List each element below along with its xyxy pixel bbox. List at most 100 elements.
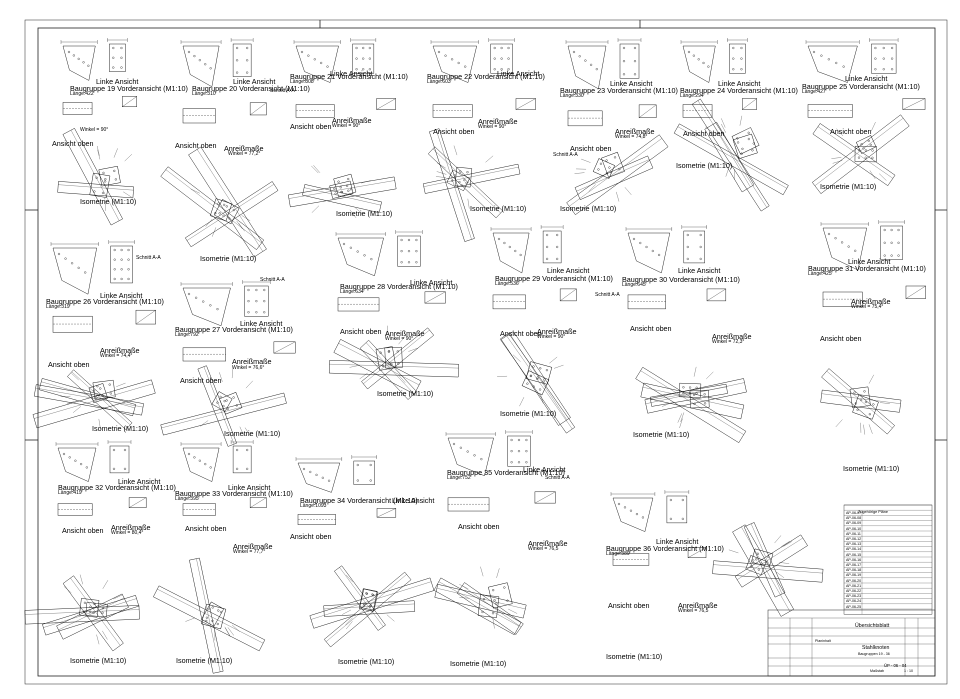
angle-label: Winkel = 80,4°	[111, 530, 143, 536]
length-label: Länge:792	[175, 332, 199, 338]
dimension-line	[626, 227, 672, 231]
leader-line	[102, 631, 107, 640]
node-plate	[526, 362, 552, 385]
isometry-title: Isometrie (M1:10)	[176, 657, 232, 665]
isometry-title: Isometrie (M1:10)	[606, 653, 662, 661]
leader-line	[694, 367, 696, 377]
timber-beam	[650, 384, 728, 406]
timber-beam	[63, 576, 123, 651]
side-view-title: Linke Ansicht	[547, 267, 589, 275]
dimension-line	[109, 240, 135, 244]
leader-line	[863, 425, 864, 435]
length-label: Länge:1093	[300, 503, 326, 509]
dimension-line	[396, 230, 423, 234]
leader-line	[436, 176, 446, 177]
dimension-line	[821, 222, 869, 226]
length-label: Länge:419	[58, 490, 82, 496]
angle-label: Winkel = 90°	[385, 336, 413, 342]
leader-line	[729, 550, 739, 553]
scale-label: Maßstab	[870, 669, 884, 673]
angle-label: Winkel = 76,5	[678, 608, 708, 614]
leader-line	[116, 383, 125, 387]
isometric-node	[161, 147, 278, 257]
isometric-node	[310, 566, 434, 647]
dimension-line	[231, 38, 253, 42]
leader-line	[437, 163, 446, 168]
leader-line	[185, 618, 194, 622]
side-plate	[881, 226, 903, 260]
leader-line	[212, 227, 216, 236]
angle-label: Winkel = 90°	[478, 124, 506, 130]
top-view-plate	[568, 111, 602, 126]
dimension-line	[296, 457, 342, 461]
leader-line	[775, 535, 782, 543]
side-view-title: Linke Ansicht	[523, 466, 565, 474]
isometric-node	[423, 129, 520, 242]
leader-line	[869, 375, 874, 384]
dimension-line	[294, 40, 341, 44]
leader-line	[549, 357, 557, 363]
leader-line	[508, 609, 517, 613]
leader-line	[681, 412, 684, 421]
leader-line	[554, 365, 563, 368]
length-label: Länge:389	[606, 551, 630, 557]
front-plate	[568, 46, 606, 89]
leader-line	[361, 181, 371, 184]
top-view-plate	[63, 102, 92, 114]
section-label: Schnitt A-A	[545, 475, 570, 481]
side-plate	[233, 44, 251, 77]
leader-line	[73, 406, 81, 412]
leader-line	[64, 586, 71, 593]
leader-line	[879, 174, 886, 181]
top-view-plate	[683, 105, 712, 118]
leader-line	[312, 206, 319, 213]
top-view-title: Ansicht oben	[52, 140, 94, 148]
isometry-title: Isometrie (M1:10)	[676, 162, 732, 170]
top-view-plate	[183, 504, 215, 516]
leader-line	[880, 403, 890, 404]
front-plate	[628, 233, 670, 273]
dimension-line	[665, 490, 689, 494]
legend-row: AP-06-12	[846, 537, 861, 541]
legend-row: AP-06-19	[846, 573, 861, 577]
dimension-line	[56, 442, 98, 446]
legend-title: Zugehörige Pläne	[858, 509, 888, 515]
content-title: Stahlknoten	[862, 645, 889, 651]
side-view-title: Linke Ansicht	[845, 75, 887, 83]
assembly-24	[674, 38, 788, 211]
front-plate	[183, 46, 219, 87]
top-view-title: Ansicht oben	[630, 325, 672, 333]
assembly-25	[806, 38, 925, 194]
node-plate	[488, 583, 512, 609]
length-label: Länge:536	[495, 281, 519, 287]
leader-line	[191, 189, 200, 193]
side-view-title: Linke Ansicht	[100, 292, 142, 300]
leader-line	[114, 148, 118, 157]
top-view-title: Ansicht oben	[48, 361, 90, 369]
dimension-line	[431, 40, 479, 44]
section-label: Schnitt A-A	[136, 255, 161, 261]
leader-line	[342, 610, 351, 615]
leader-line	[408, 348, 417, 351]
legend-row: AP-06-17	[846, 563, 861, 567]
content-label: Planinhalt	[815, 639, 831, 643]
dimension-line	[806, 40, 859, 44]
timber-beam	[821, 390, 901, 412]
dimension-line	[61, 40, 97, 44]
angle-label: Winkel = 90°	[80, 127, 108, 133]
content-sub: Baugruppen 19 - 36	[858, 652, 890, 656]
dimension-line	[541, 225, 563, 229]
side-plate	[245, 286, 269, 316]
side-view-title: Linke Ansicht	[118, 478, 160, 486]
isometry-title: Isometrie (M1:10)	[820, 183, 876, 191]
top-view-plate	[183, 109, 215, 123]
angle-label: Winkel = 72,3°	[712, 339, 744, 345]
timber-beam	[324, 572, 411, 647]
angle-label: Winkel = 90°	[332, 123, 360, 129]
top-view-plate	[628, 295, 666, 309]
front-plate	[53, 248, 97, 294]
legend-row: AP-06-22	[846, 589, 861, 593]
length-label: Länge:808	[290, 79, 314, 85]
timber-beam	[185, 181, 278, 246]
